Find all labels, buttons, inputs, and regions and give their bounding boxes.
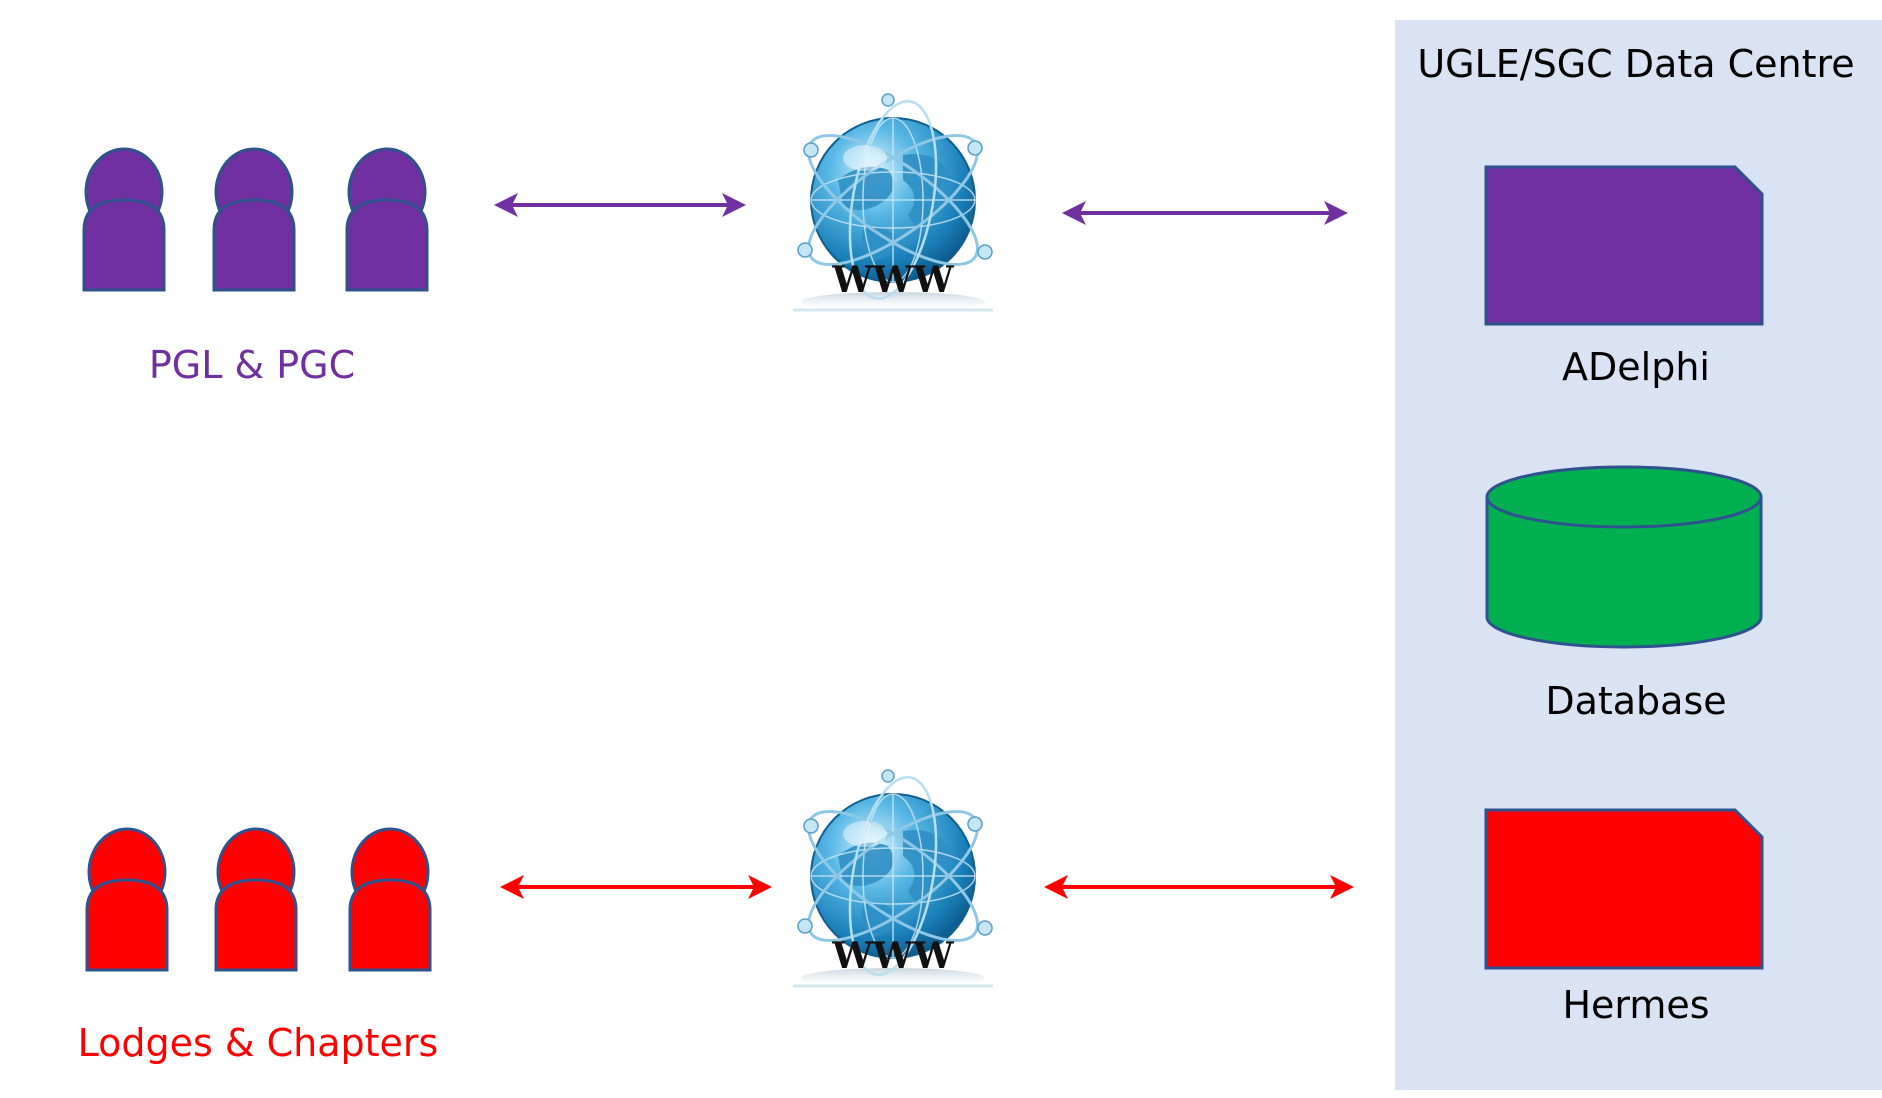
database-label: Database xyxy=(1545,679,1726,723)
www-globe-icon: WWW xyxy=(788,768,998,990)
hermes-block xyxy=(1484,808,1764,970)
people-icon xyxy=(85,827,432,972)
lodges-chapters-label: Lodges & Chapters xyxy=(78,1021,439,1065)
svg-text:WWW: WWW xyxy=(831,935,954,977)
adelphi-block xyxy=(1484,165,1764,326)
database-cylinder-icon xyxy=(1485,465,1763,649)
svg-text:WWW: WWW xyxy=(831,259,954,301)
data-centre-title: UGLE/SGC Data Centre xyxy=(1417,42,1854,86)
pgl-pgc-label: PGL & PGC xyxy=(149,343,355,387)
people-icon xyxy=(82,147,429,292)
hermes-label: Hermes xyxy=(1562,983,1709,1027)
www-globe-icon: WWW xyxy=(788,92,998,314)
adelphi-label: ADelphi xyxy=(1562,345,1710,389)
